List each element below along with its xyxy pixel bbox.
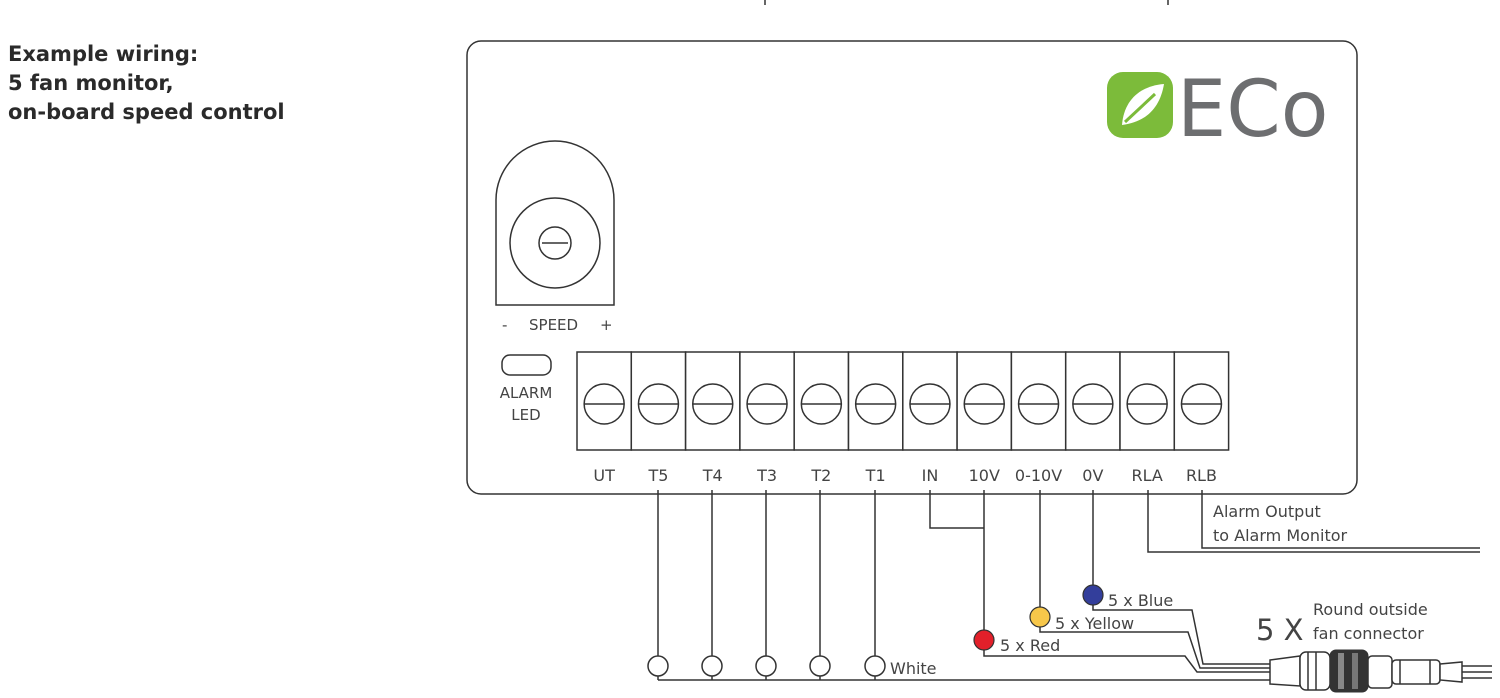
caption-line-3: on-board speed control [8,100,285,124]
terminal-label-rla: RLA [1131,466,1162,485]
terminal-label-in: IN [922,466,939,485]
red-wire-label: 5 x Red [1000,636,1060,655]
blue-wire-label: 5 x Blue [1108,591,1173,610]
alarm-output-label-2: to Alarm Monitor [1213,526,1348,545]
terminal-label-t5: T5 [647,466,668,485]
speed-minus-label: - [502,316,507,334]
wire-rlb [1201,490,1480,549]
wiring [657,490,1480,681]
wire-rla [1147,490,1480,553]
eco-logo: ECo [1107,65,1328,155]
fan-connector-icon [1269,649,1492,693]
yellow-wire-dot [1029,606,1051,628]
terminal-label-t3: T3 [756,466,777,485]
terminal-label-t4: T4 [702,466,723,485]
logo-text: ECo [1177,65,1328,155]
terminal-label-ut: UT [593,466,615,485]
connector-count: 5 X [1256,613,1304,647]
blue-wire-dot [1082,584,1104,606]
alarm-output-label-1: Alarm Output [1213,502,1321,521]
alarm-led [501,354,552,376]
white-wire-label: White [890,659,937,678]
white-terminal-4 [809,655,831,677]
leaf-vein-icon [1123,92,1157,124]
terminal-label-0v: 0V [1082,466,1103,485]
terminal-label-t2: T2 [810,466,831,485]
wire-red-run [983,650,1270,673]
terminal-label-rlb: RLB [1186,466,1217,485]
wire-blue-run [1092,604,1270,665]
terminal-label-0-10v: 0-10V [1015,466,1062,485]
terminal-label-10v: 10V [969,466,1000,485]
terminal-label-t1: T1 [865,466,886,485]
terminal-block: UT T5 T4 T3 T2 T1 IN 10V 0-10V 0V RLA RLB [576,351,1230,485]
speed-plus-label: + [600,316,613,334]
white-terminal-2 [701,655,723,677]
white-terminal-3 [755,655,777,677]
yellow-wire-label: 5 x Yellow [1055,614,1134,633]
connector-label-1: Round outside [1313,600,1428,619]
diagram-caption: Example wiring: 5 fan monitor, on-board … [8,40,368,127]
white-terminal-1 [647,655,669,677]
white-terminal-5 [864,655,886,677]
caption-line-1: Example wiring: [8,42,199,66]
connector-label-2: fan connector [1313,624,1424,643]
red-wire-dot [973,629,995,651]
alarm-led-label-2: LED [511,406,540,424]
speed-potentiometer[interactable] [495,140,615,306]
wire-yellow-run [1039,626,1270,669]
alarm-led-label-1: ALARM [500,384,553,402]
speed-label: SPEED [529,316,578,334]
caption-line-2: 5 fan monitor, [8,71,174,95]
wire-in-jumper [929,490,984,529]
